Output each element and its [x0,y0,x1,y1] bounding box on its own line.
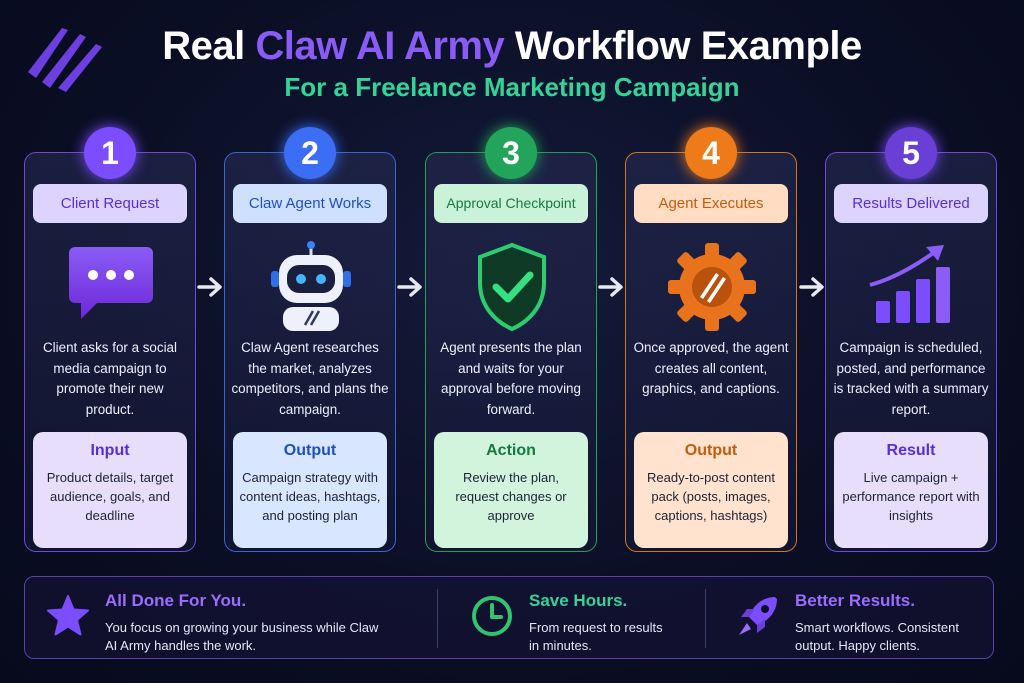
step-title: Agent Executes [634,184,788,223]
box-heading: Output [283,442,337,459]
step-number: 1 [84,127,136,179]
arrow-right-icon [799,277,824,297]
step-card-4: 4 Agent Executes Once approved, the agen… [625,127,797,552]
step-description: Client asks for a social media campaign … [43,340,177,417]
page-subtitle: For a Freelance Marketing Campaign [284,72,740,102]
step-info-box: Action Review the plan, request changes … [434,432,588,548]
step-number: 3 [485,127,537,179]
step-card-5: 5 Results Delivered Campaign is schedule… [825,127,997,552]
step-info-box: Output Campaign strategy with content id… [233,432,387,548]
box-text: Ready-to-post content pack (posts, image… [647,470,775,523]
step-info-box: Output Ready-to-post content pack (posts… [634,432,788,548]
growth-chart-icon [869,245,950,323]
step-number: 5 [885,127,937,179]
box-text: Product details, target audience, goals,… [46,470,174,523]
divider [705,589,706,648]
gear-claw-icon [668,243,756,331]
step-info-box: Input Product details, target audience, … [33,432,187,548]
step-description: Once approved, the agent creates all con… [633,340,789,396]
chat-bubble-icon [69,247,153,319]
step-description: Agent presents the plan and waits for yo… [440,340,582,417]
benefits-bar: All Done For You. You focus on growing y… [24,576,994,659]
step-title: Client Request [33,184,187,223]
box-heading: Result [886,442,936,459]
benefit-item: All Done For You. You focus on growing y… [45,577,435,660]
benefit-text: You focus on growing your business while… [105,620,379,653]
arrow-right-icon [197,277,222,297]
step-card-3: 3 Approval Checkpoint Agent presents the… [425,127,597,552]
claw-logo-icon [28,28,102,92]
box-heading: Output [684,442,738,459]
box-text: Live campaign + performance report with … [842,470,980,523]
box-text: Campaign strategy with content ideas, ha… [239,470,381,523]
step-title: Claw Agent Works [233,184,387,223]
benefit-title: Save Hours. [529,591,628,610]
arrow-right-icon [397,277,422,297]
step-card-1: 1 Client Request Client asks for a socia… [24,127,196,552]
step-info-box: Result Live campaign + performance repor… [834,432,988,548]
step-title: Results Delivered [834,184,988,223]
step-card-2: 2 Claw Agent Works Claw Agent researches… [224,127,396,552]
benefit-title: Better Results. [795,591,915,610]
page-title: Real Claw AI Army Workflow Example [162,24,862,68]
step-title: Approval Checkpoint [434,184,588,223]
step-number: 2 [284,127,336,179]
box-text: Review the plan, request changes or appr… [455,470,567,523]
divider [437,589,438,648]
step-description: Claw Agent researches the market, analyz… [231,340,389,417]
clock-icon [472,596,512,636]
star-icon [47,595,89,636]
box-heading: Input [90,442,130,459]
rocket-icon [739,597,777,635]
shield-check-icon [478,242,546,332]
step-number: 4 [685,127,737,179]
arrow-right-icon [598,277,623,297]
robot-icon [271,241,351,331]
benefit-item: Better Results. Smart workflows. Consist… [735,577,985,660]
benefit-title: All Done For You. [105,591,247,610]
step-description: Campaign is scheduled, posted, and perfo… [833,340,989,417]
box-heading: Action [486,442,536,459]
